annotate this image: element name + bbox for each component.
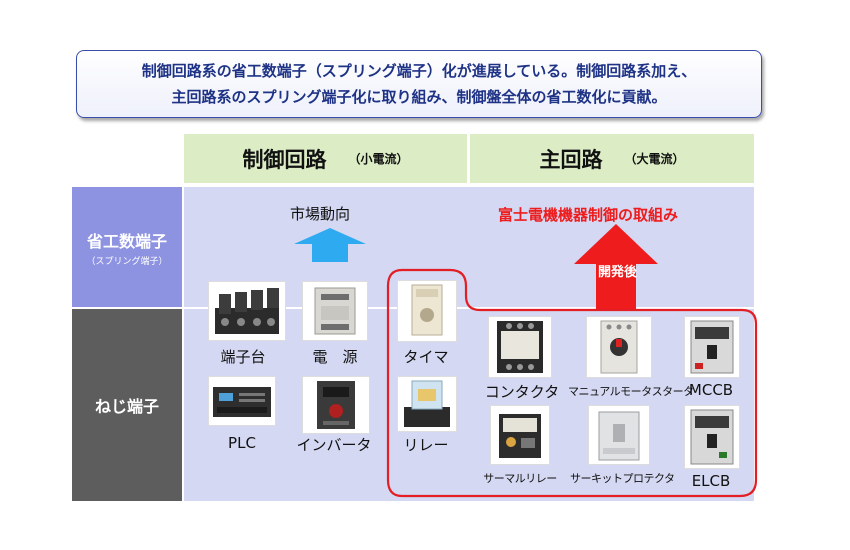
- elcb-photo: [684, 405, 740, 469]
- circuit-protector-label: サーキットプロテクタ: [570, 472, 675, 485]
- inverter-photo: [302, 376, 370, 434]
- timer-label: タイマ: [403, 348, 449, 366]
- market-trend-arrow-icon: [294, 228, 366, 262]
- column-header-main-circuit: 主回路 （大電流）: [470, 134, 754, 183]
- main-circuit-title: 主回路: [539, 147, 603, 172]
- contactor-label: コンタクタ: [484, 383, 560, 401]
- summary-line-1: 制御回路系の省工数端子（スプリング端子）化が進展している。制御回路系加え、: [141, 62, 697, 80]
- manual-motor-starter-photo: [586, 316, 652, 378]
- relay-label: リレー: [403, 436, 449, 454]
- market-trend-label: 市場動向: [290, 205, 351, 223]
- contactor-photo: [488, 316, 552, 378]
- manual-motor-starter-label: マニュアルモータスタータ: [568, 385, 694, 398]
- developed-label: 開発後: [598, 265, 638, 280]
- screw-terminal-title: ねじ端子: [94, 397, 159, 416]
- spring-terminal-title: 省工数端子: [86, 231, 167, 251]
- development-arrow-icon: [574, 224, 658, 310]
- column-header-control-circuit: 制御回路 （小電流）: [184, 134, 467, 183]
- timer-photo: [397, 280, 457, 342]
- relay-photo: [397, 376, 457, 432]
- mccb-label: MCCB: [688, 381, 734, 399]
- control-circuit-sub: （小電流）: [348, 152, 409, 166]
- main-circuit-sub: （大電流）: [624, 152, 685, 166]
- spring-terminal-sub: （スプリング端子）: [86, 256, 168, 267]
- row-header-screw-terminal: ねじ端子: [72, 309, 182, 501]
- power-supply-photo: [302, 281, 368, 341]
- circuit-protector-photo: [588, 405, 650, 465]
- plc-label: PLC: [228, 434, 256, 452]
- fuji-products-outline: [386, 268, 758, 498]
- cell-screw-terminal: [184, 309, 754, 501]
- fuji-effort-label: 富士電機機器制御の取組み: [498, 206, 679, 224]
- elcb-label: ELCB: [691, 472, 731, 490]
- summary-banner: 制御回路系の省工数端子（スプリング端子）化が進展している。制御回路系加え、 主回…: [76, 50, 762, 118]
- row-header-spring-terminal: 省工数端子 （スプリング端子）: [72, 187, 182, 307]
- thermal-relay-photo: [490, 405, 550, 465]
- terminal-block-photo: [208, 281, 286, 341]
- mccb-photo: [684, 316, 740, 378]
- thermal-relay-label: サーマルリレー: [483, 472, 557, 485]
- power-supply-label: 電 源: [312, 348, 358, 366]
- control-circuit-title: 制御回路: [242, 147, 327, 172]
- summary-line-2: 主回路系のスプリング端子化に取り組み、制御盤全体の省工数化に貢献。: [171, 88, 667, 106]
- inverter-label: インバータ: [296, 436, 372, 454]
- plc-photo: [208, 376, 276, 426]
- terminal-block-label: 端子台: [220, 348, 266, 366]
